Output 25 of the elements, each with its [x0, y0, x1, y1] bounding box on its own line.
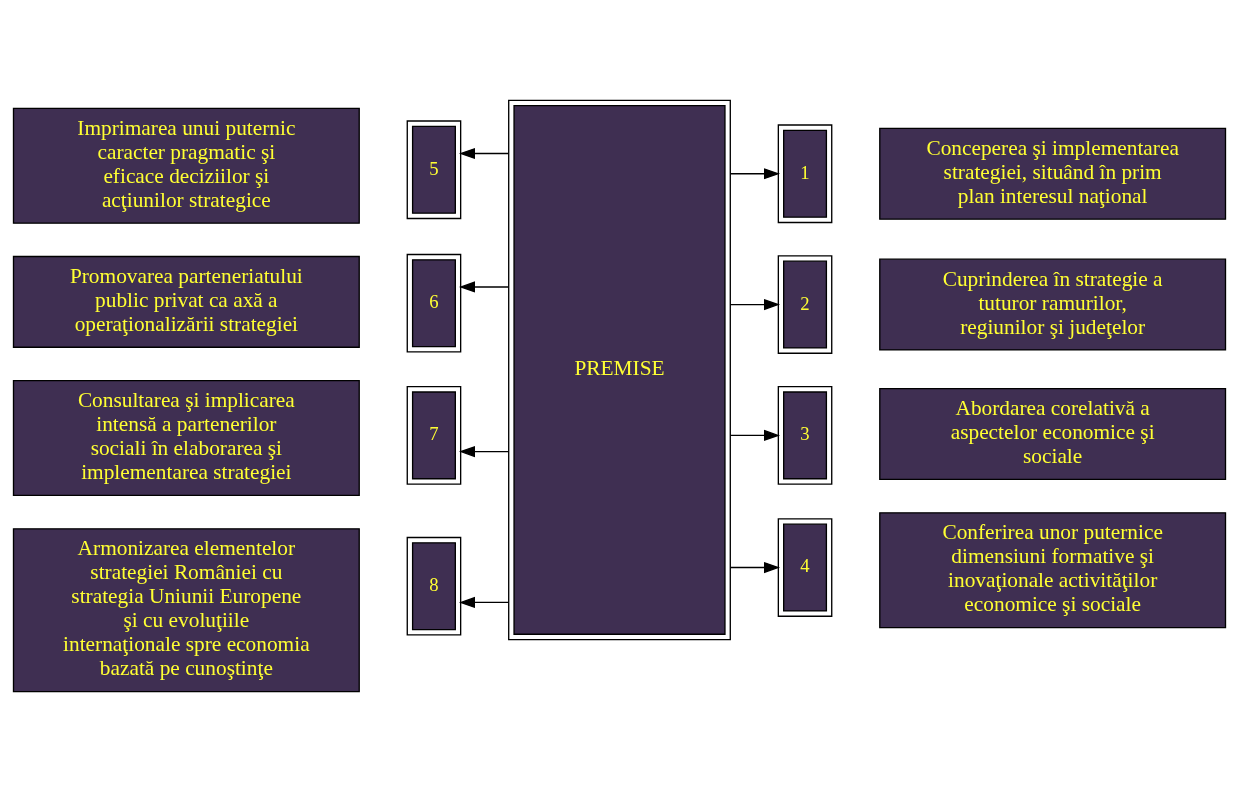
node-box: 2: [777, 255, 833, 354]
node-box: PREMISE: [508, 99, 731, 641]
arrow: [458, 446, 510, 458]
arrow: [729, 168, 781, 180]
arrow: [458, 281, 510, 293]
node-box: Consultarea şi implicarea intensă a partenerilor sociali în elaborarea şi implementarea strategiei: [12, 380, 360, 497]
node-box: Imprimarea unui puternic caracter pragmatic şi eficace deciziilor şi acţiunilor strategice: [12, 107, 360, 224]
node-box: Conferirea unor puternice dimensiuni formative şi inovaţionale activităţilor economice şi sociale: [879, 512, 1227, 629]
node-box: 4: [777, 518, 833, 617]
node-box: 8: [406, 536, 462, 636]
node-box: Promovarea parteneriatului public privat ca axă a operaţionalizării strategiei: [12, 255, 360, 348]
node-box: 1: [777, 124, 833, 224]
arrow: [458, 596, 510, 609]
arrow: [729, 561, 781, 574]
arrow: [729, 298, 781, 311]
node-box: 6: [406, 253, 462, 353]
node-box: Abordarea corelativă a aspectelor economice şi sociale: [879, 388, 1227, 481]
node-box: Cuprinderea în strategie a tuturor ramurilor, regiunilor şi judeţelor: [879, 258, 1227, 351]
node-box: Armonizarea elementelor strategiei României cu strategia Uniunii Europene şi cu evoluţiile internaţionale spre economia bazată pe cunoştinţe: [12, 528, 360, 693]
node-box: Conceperea şi implementarea strategiei, situând în prim plan interesul naţional: [879, 127, 1227, 220]
node-box: 3: [777, 386, 833, 485]
arrow: [458, 147, 510, 160]
node-box: 7: [406, 386, 462, 485]
node-box: 5: [406, 120, 462, 220]
arrow: [729, 429, 781, 441]
